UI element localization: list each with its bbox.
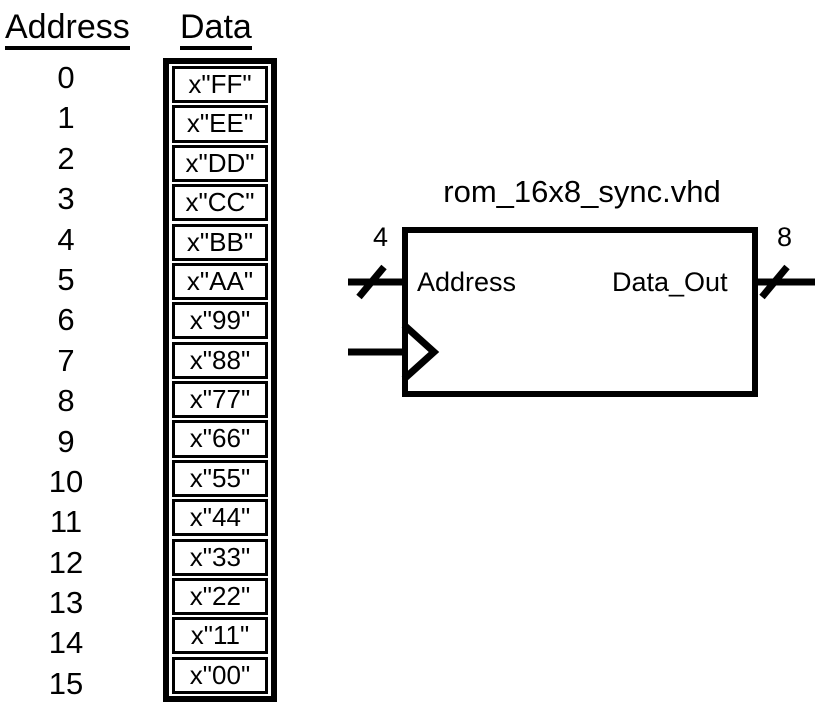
memory-cell: x"00" — [172, 656, 268, 694]
memory-cell: x"AA" — [172, 262, 268, 301]
address-cell: 15 — [48, 665, 84, 701]
memory-cell: x"66" — [172, 420, 268, 458]
memory-cell: x"33" — [172, 538, 268, 576]
memory-cell: x"77" — [172, 381, 268, 419]
memory-cell: x"44" — [172, 499, 268, 537]
bus-width-label-input: 4 — [373, 222, 389, 252]
data-out-bus-slash-icon — [759, 264, 790, 300]
bus-width-label-output: 8 — [777, 222, 793, 252]
address-cell: 9 — [57, 423, 75, 459]
rom-component-box — [402, 227, 758, 397]
address-cell: 4 — [57, 221, 75, 257]
address-cell: 10 — [48, 463, 84, 499]
address-cell: 14 — [48, 625, 84, 661]
memory-cell: x"11" — [172, 617, 268, 655]
memory-cell: x"EE" — [172, 105, 268, 143]
address-column-header: Address — [5, 10, 130, 50]
port-label-data-out: Data_Out — [612, 267, 728, 297]
memory-data-column: x"FF"x"EE"x"DD"x"CC"x"BB"x"AA"x"99"x"88"… — [163, 58, 277, 702]
rom-block-diagram: rom_16x8_sync.vhd Address Data_Out 4 8 — [340, 170, 815, 420]
data-column-header-label: Data — [180, 10, 252, 50]
memory-cell: x"FF" — [172, 66, 268, 104]
memory-cell: x"BB" — [172, 223, 268, 261]
memory-cell: x"88" — [172, 341, 268, 379]
address-cell: 3 — [57, 181, 75, 217]
address-cell: 12 — [48, 544, 84, 580]
clock-triangle-icon — [401, 322, 440, 382]
block-diagram-wires — [348, 264, 815, 382]
block-title: rom_16x8_sync.vhd — [443, 174, 721, 209]
address-cell: 0 — [57, 60, 75, 95]
address-cell: 5 — [57, 261, 75, 297]
port-label-address: Address — [417, 267, 517, 297]
address-cell: 1 — [57, 100, 75, 136]
address-cell: 2 — [57, 140, 75, 176]
address-column-header-label: Address — [5, 10, 130, 50]
address-cell: 8 — [57, 383, 75, 419]
address-cell: 7 — [57, 342, 75, 378]
memory-cell: x"99" — [172, 302, 268, 340]
memory-cell: x"22" — [172, 577, 268, 616]
address-cell: 11 — [49, 504, 83, 540]
address-cell: 13 — [48, 585, 84, 621]
address-cell: 6 — [57, 302, 75, 338]
memory-cell: x"DD" — [172, 144, 268, 182]
address-bus-slash-icon — [356, 264, 387, 300]
data-column-header: Data — [180, 10, 252, 50]
memory-cell: x"CC" — [172, 184, 268, 222]
memory-cell: x"55" — [172, 459, 268, 497]
